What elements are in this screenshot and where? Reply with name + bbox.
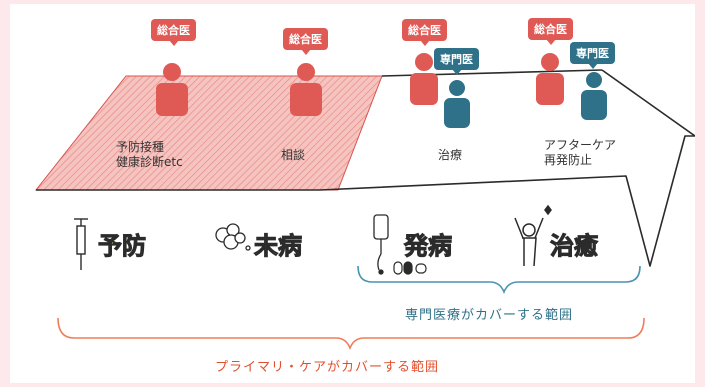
syringe-icon	[74, 218, 88, 270]
step-label-line: 予防接種	[116, 140, 165, 154]
specialist-doctor-figure-2	[581, 72, 607, 120]
step-label-consultation: 相談	[281, 148, 305, 163]
step-label-treatment: 治療	[438, 148, 462, 163]
stage-onset: 発病	[404, 232, 453, 261]
stage-prevention: 予防	[98, 232, 147, 261]
general-doctor-figure-2	[290, 63, 322, 116]
stage-presymptomatic: 未病	[254, 232, 303, 261]
germ-icon	[215, 223, 251, 251]
primary-range-label: プライマリ・ケアがカバーする範囲	[215, 360, 440, 375]
step-label-line: 再発防止	[544, 153, 593, 167]
specialist-range-bracket	[357, 265, 641, 295]
general-doctor-badge-4: 総合医	[528, 18, 573, 45]
pills-icon	[393, 261, 427, 275]
specialist-badge-1: 専門医	[434, 48, 479, 75]
platform-arrow-outline	[319, 69, 695, 267]
step-label-prevention: 予防接種 健康診断etc	[116, 140, 183, 170]
general-doctor-figure-4	[536, 53, 564, 105]
general-doctor-figure-3	[410, 53, 438, 105]
specialist-range-label: 専門医療がカバーする範囲	[405, 308, 574, 323]
general-doctor-figure-1	[156, 63, 188, 116]
diagram-card: 総合医 総合医 総合医 専門医 総合医 専門医 予防接種 健康診断etc 相談 …	[10, 4, 695, 383]
general-doctor-badge-1: 総合医	[151, 19, 196, 46]
cheering-person-icon	[514, 204, 552, 267]
step-label-line: 健康診断etc	[116, 155, 183, 169]
step-label-line: アフターケア	[544, 138, 617, 152]
specialist-doctor-figure-1	[444, 80, 470, 128]
general-doctor-badge-3: 総合医	[402, 19, 447, 46]
step-label-line: 相談	[281, 148, 306, 162]
primary-care-area	[34, 75, 383, 191]
general-doctor-badge-2: 総合医	[283, 28, 328, 55]
care-flow-diagram	[34, 53, 695, 351]
iv-drip-icon	[373, 214, 389, 275]
stage-recovery: 治癒	[550, 232, 599, 261]
primary-range-bracket	[57, 317, 645, 351]
step-label-aftercare: アフターケア 再発防止	[544, 138, 616, 168]
specialist-badge-2: 専門医	[570, 42, 615, 69]
step-label-line: 治療	[438, 148, 463, 162]
